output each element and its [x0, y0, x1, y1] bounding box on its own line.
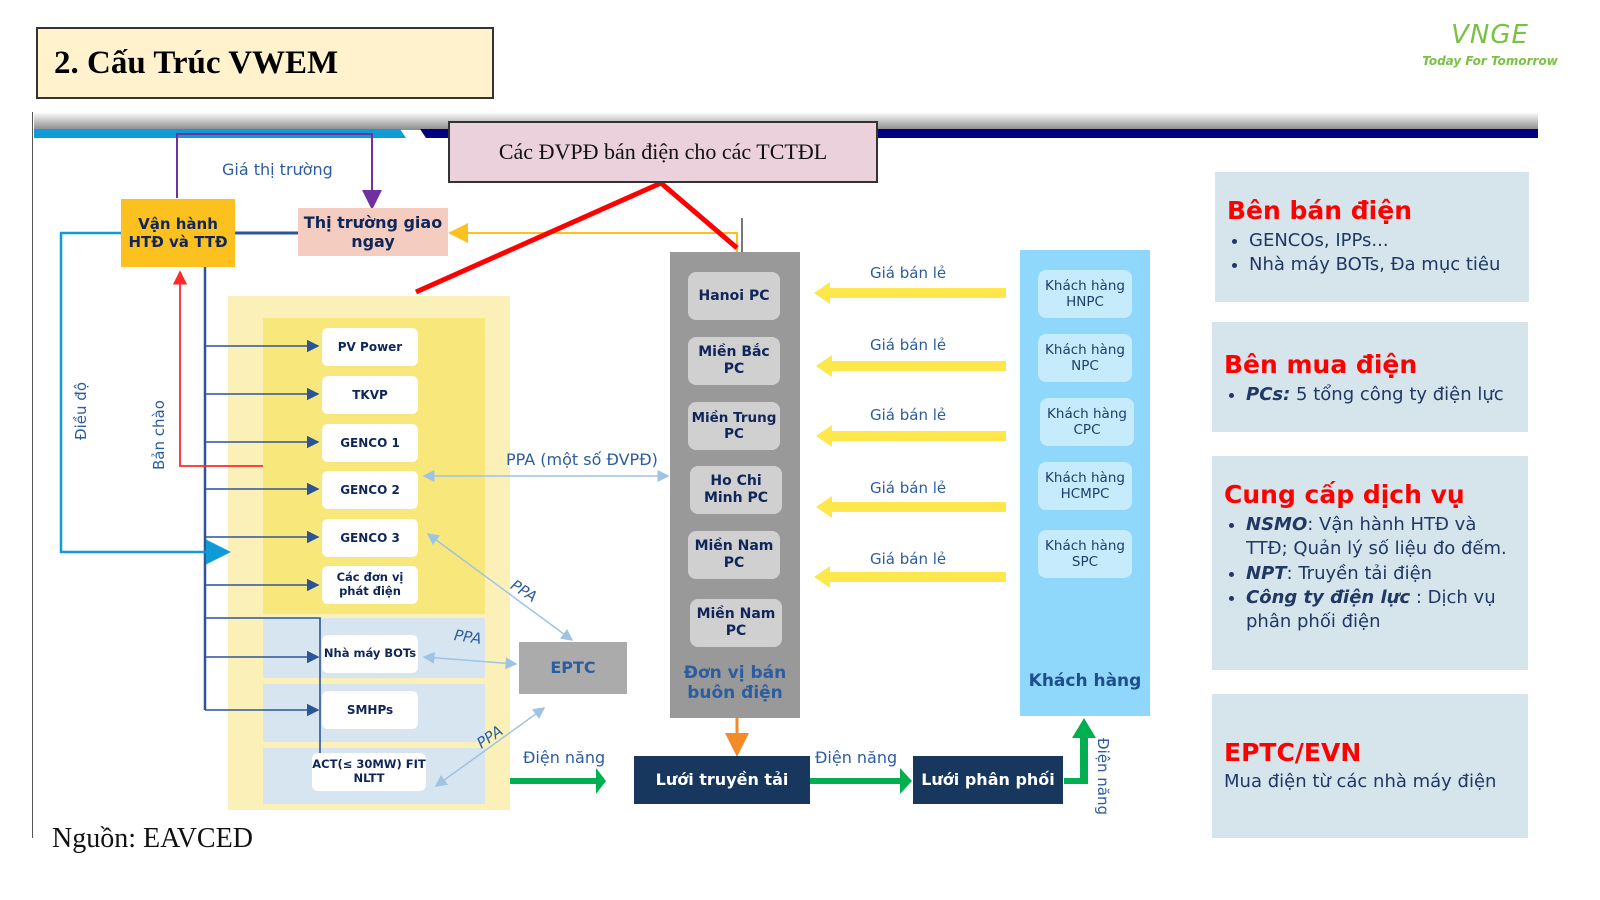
panel-heading: Bên mua điện	[1224, 350, 1418, 379]
customers-title: Khách hàng	[1028, 670, 1142, 691]
panel-item-desc: : Vận hành HTĐ và TTĐ; Quản lý số liệu đ…	[1246, 514, 1507, 560]
panel-item-term: PCs:	[1246, 384, 1291, 405]
dispatch-label: Điều độ	[72, 382, 90, 440]
ppa-label-bots: PPA	[452, 626, 483, 648]
generator-act-fit: ACT(≤ 30MW) FIT NLTT	[312, 753, 426, 791]
panel-item-term: Công ty điện lực	[1246, 586, 1411, 608]
wholesale-mien-trung-pc: Miền Trung PC	[688, 402, 780, 450]
ppa-act-line	[434, 707, 546, 787]
customer-hcmpc: Khách hàng HCMPC	[1038, 462, 1132, 510]
offer-label: Bản chào	[150, 400, 168, 470]
slide-title: 2. Cấu Trúc VWEM	[36, 27, 494, 99]
panel-heading: Bên bán điện	[1227, 196, 1412, 225]
panel-item-term: NSMO	[1246, 514, 1308, 535]
energy-label-vertical: Điện năng	[1094, 738, 1112, 816]
retail-price-arrows	[814, 282, 1006, 588]
panel-heading: EPTC/EVN	[1224, 738, 1362, 767]
customer-hnpc: Khách hàng HNPC	[1038, 270, 1132, 318]
generator-tkvp: TKVP	[322, 376, 418, 414]
wholesale-ho-chi-minh-pc: Ho Chi Minh PC	[690, 466, 782, 514]
offer-line	[172, 270, 263, 467]
panel-heading: Cung cấp dịch vụ	[1224, 480, 1465, 509]
distribution-grid-box: Lưới phân phối	[913, 756, 1063, 804]
wholesale-mien-bac-pc: Miền Bắc PC	[688, 337, 780, 385]
retail-price-label: Giá bán lẻ	[870, 336, 947, 354]
logo: VNGE Today For Tomorrow	[1420, 20, 1560, 90]
generator-other-units: Các đơn vị phát điện	[322, 566, 418, 604]
transmission-grid-box: Lưới truyền tải	[634, 756, 810, 804]
wholesale-mien-nam-pc-2: Miền Nam PC	[690, 599, 782, 647]
panel-item: NPT: Truyền tải điện	[1246, 562, 1518, 586]
dispatch-line	[59, 231, 231, 565]
panel-eptc: EPTC/EVN Mua điện từ các nhà máy điện	[1212, 694, 1528, 838]
generator-pv-power: PV Power	[322, 328, 418, 366]
panel-item-term: NPT	[1246, 562, 1287, 584]
callout-pointer	[414, 180, 739, 295]
panel-item: GENCOs, IPPs...	[1249, 229, 1519, 253]
logo-tagline: Today For Tomorrow	[1422, 54, 1558, 68]
panel-text: Mua điện từ các nhà máy điện	[1224, 771, 1497, 792]
spot-market-box: Thị trường giao ngay	[298, 208, 448, 256]
energy-label: Điện năng	[815, 748, 898, 767]
ppa-genco3-line	[426, 533, 574, 641]
callout-box: Các ĐVPĐ bán điện cho các TCTĐL	[448, 121, 878, 183]
wholesale-hanoi-pc: Hanoi PC	[688, 272, 780, 320]
generator-smhps: SMHPs	[322, 691, 418, 729]
panel-buyers: Bên mua điện PCs: 5 tổng công ty điện lự…	[1212, 322, 1528, 432]
left-rule	[32, 112, 33, 838]
panel-item: Nhà máy BOTs, Đa mục tiêu	[1249, 253, 1519, 277]
logo-brand: VNGE	[1451, 20, 1529, 50]
retail-price-label: Giá bán lẻ	[870, 264, 947, 282]
panel-item: Công ty điện lực : Dịch vụ phân phối điệ…	[1246, 586, 1518, 635]
ppa-some-label: PPA (một số ĐVPĐ)	[506, 450, 658, 469]
operator-box: Vận hành HTĐ và TTĐ	[121, 199, 235, 267]
panel-item: PCs: 5 tổng công ty điện lực	[1246, 383, 1518, 407]
generator-genco-2: GENCO 2	[322, 471, 418, 509]
retail-price-label: Giá bán lẻ	[870, 550, 947, 568]
panel-item-desc: : Truyền tải điện	[1286, 562, 1433, 584]
panel-item-desc: : Dịch vụ phân phối điện	[1246, 586, 1496, 633]
generator-bots: Nhà máy BOTs	[322, 635, 418, 673]
source-note: Nguồn: EAVCED	[52, 823, 253, 854]
retail-price-label: Giá bán lẻ	[870, 406, 947, 424]
spot-bid-arrow	[448, 223, 738, 252]
dispatch-branches	[205, 339, 327, 778]
generator-genco-3: GENCO 3	[322, 519, 418, 557]
ppa-bots-line	[422, 651, 518, 670]
customer-cpc: Khách hàng CPC	[1040, 398, 1134, 446]
panel-item: NSMO: Vận hành HTĐ và TTĐ; Quản lý số li…	[1246, 513, 1518, 562]
market-price-label: Giá thị trường	[222, 160, 333, 179]
customer-npc: Khách hàng NPC	[1038, 334, 1132, 382]
energy-arrows	[510, 718, 1096, 794]
panel-sellers: Bên bán điện GENCOs, IPPs... Nhà máy BOT…	[1215, 172, 1529, 302]
energy-label: Điện năng	[523, 748, 606, 767]
wholesale-mien-nam-pc: Miền Nam PC	[688, 531, 780, 579]
market-price-line	[176, 133, 382, 210]
panel-item-desc: 5 tổng công ty điện lực	[1290, 384, 1504, 405]
generator-genco-1: GENCO 1	[322, 424, 418, 462]
retail-price-label: Giá bán lẻ	[870, 479, 947, 497]
customer-spc: Khách hàng SPC	[1038, 530, 1132, 578]
eptc-box: EPTC	[519, 642, 627, 694]
wholesale-title: Đơn vị bán buôn điện	[683, 662, 787, 703]
panel-services: Cung cấp dịch vụ NSMO: Vận hành HTĐ và T…	[1212, 456, 1528, 670]
